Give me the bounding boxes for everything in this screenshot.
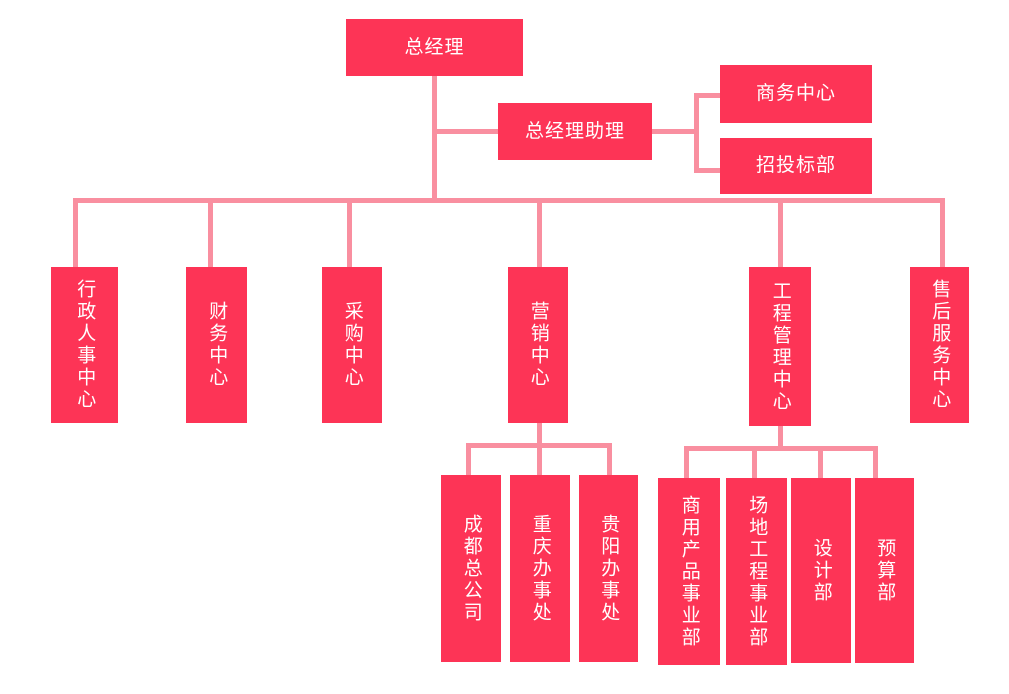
- node-label: 贵阳办事处: [598, 513, 621, 624]
- node-bidding-dept[interactable]: 招投标部: [720, 138, 872, 194]
- node-chongqing-office[interactable]: 重庆办事处: [510, 475, 570, 662]
- node-site-engineering-div[interactable]: 场地工程事业部: [726, 478, 787, 665]
- connector-drop-design: [818, 446, 823, 478]
- connector-drop-finance: [208, 198, 213, 269]
- connector-drop-purchasing: [347, 198, 352, 269]
- node-design-dept[interactable]: 设计部: [791, 478, 851, 663]
- connector-drop-after-sales: [940, 198, 945, 269]
- connector-branch-to-business-center: [694, 93, 722, 98]
- node-chengdu-head-office[interactable]: 成都总公司: [441, 475, 501, 662]
- node-label: 总经理助理: [524, 119, 625, 142]
- node-admin-hr-center[interactable]: 行政人事中心: [51, 267, 118, 423]
- node-label: 采购中心: [341, 301, 364, 389]
- node-label: 重庆办事处: [529, 513, 552, 624]
- connector-assistant-branch-vertical: [694, 93, 699, 173]
- node-label: 预算部: [874, 537, 897, 604]
- node-label: 设计部: [810, 537, 833, 604]
- connector-gm-to-assistant: [432, 129, 502, 134]
- node-label: 营销中心: [527, 301, 550, 389]
- connector-drop-marketing: [537, 198, 542, 269]
- node-finance-center[interactable]: 财务中心: [186, 267, 247, 423]
- node-label: 工程管理中心: [769, 280, 792, 413]
- node-label: 财务中心: [206, 301, 229, 389]
- connector-drop-budget: [873, 446, 878, 478]
- node-label: 行政人事中心: [74, 279, 97, 411]
- connector-main-bus: [73, 198, 945, 203]
- connector-drop-guiyang: [607, 443, 612, 476]
- connector-engineering-bus: [684, 446, 878, 451]
- node-purchasing-center[interactable]: 采购中心: [322, 267, 382, 423]
- connector-drop-engineering: [778, 198, 783, 269]
- node-commercial-product-div[interactable]: 商用产品事业部: [658, 478, 720, 665]
- node-business-center[interactable]: 商务中心: [720, 65, 872, 123]
- connector-drop-chongqing: [537, 443, 542, 476]
- node-gm-assistant[interactable]: 总经理助理: [498, 103, 652, 160]
- node-label: 招投标部: [755, 154, 836, 177]
- node-general-manager[interactable]: 总经理: [346, 19, 523, 76]
- node-after-sales-center[interactable]: 售后服务中心: [910, 267, 969, 423]
- connector-gm-stem: [432, 75, 437, 203]
- connector-branch-to-bidding-dept: [694, 168, 722, 173]
- connector-drop-chengdu: [466, 443, 471, 476]
- node-marketing-center[interactable]: 营销中心: [508, 267, 568, 423]
- node-label: 总经理: [404, 35, 465, 58]
- node-label: 场地工程事业部: [746, 494, 769, 649]
- connector-drop-admin-hr: [73, 198, 78, 269]
- node-engineering-mgmt-center[interactable]: 工程管理中心: [749, 267, 811, 426]
- connector-marketing-stem: [537, 420, 542, 447]
- connector-drop-site-engineering: [752, 446, 757, 478]
- connector-drop-commercial-product: [684, 446, 689, 478]
- node-label: 商务中心: [755, 82, 836, 105]
- connector-assistant-right-stem: [650, 129, 698, 134]
- node-label: 售后服务中心: [929, 279, 952, 411]
- node-label: 商用产品事业部: [678, 494, 701, 649]
- node-guiyang-office[interactable]: 贵阳办事处: [579, 475, 638, 662]
- node-budget-dept[interactable]: 预算部: [855, 478, 914, 663]
- connector-engineering-stem: [778, 423, 783, 450]
- node-label: 成都总公司: [460, 513, 483, 624]
